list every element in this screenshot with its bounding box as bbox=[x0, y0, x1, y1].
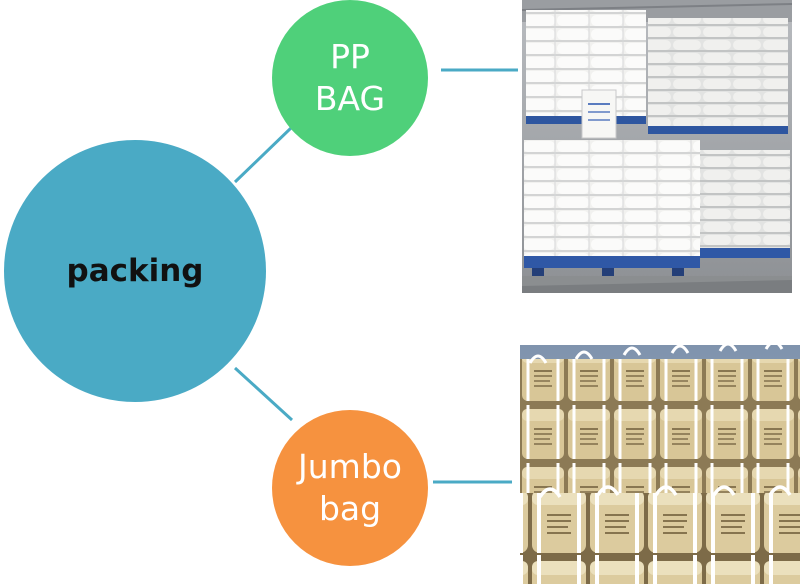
jumbo-bag-photo bbox=[520, 345, 800, 584]
pp-bag-label-line1: PP bbox=[330, 37, 370, 76]
packing-node: packing bbox=[4, 140, 266, 402]
jumbo-bag-label: Jumbo bag bbox=[298, 446, 402, 530]
jumbo-bag-node: Jumbo bag bbox=[272, 410, 428, 566]
pp-bag-photo bbox=[522, 0, 792, 293]
packing-label: packing bbox=[66, 253, 204, 289]
pp-bag-label: PP BAG bbox=[315, 36, 385, 120]
pp-bag-node: PP BAG bbox=[272, 0, 428, 156]
jumbo-bag-label-line2: bag bbox=[318, 489, 382, 528]
connector-center-to-pp bbox=[233, 125, 294, 184]
pp-bag-label-line2: BAG bbox=[314, 79, 386, 118]
connector-center-to-jumbo bbox=[233, 366, 294, 422]
jumbo-bag-label-line1: Jumbo bbox=[298, 447, 402, 486]
